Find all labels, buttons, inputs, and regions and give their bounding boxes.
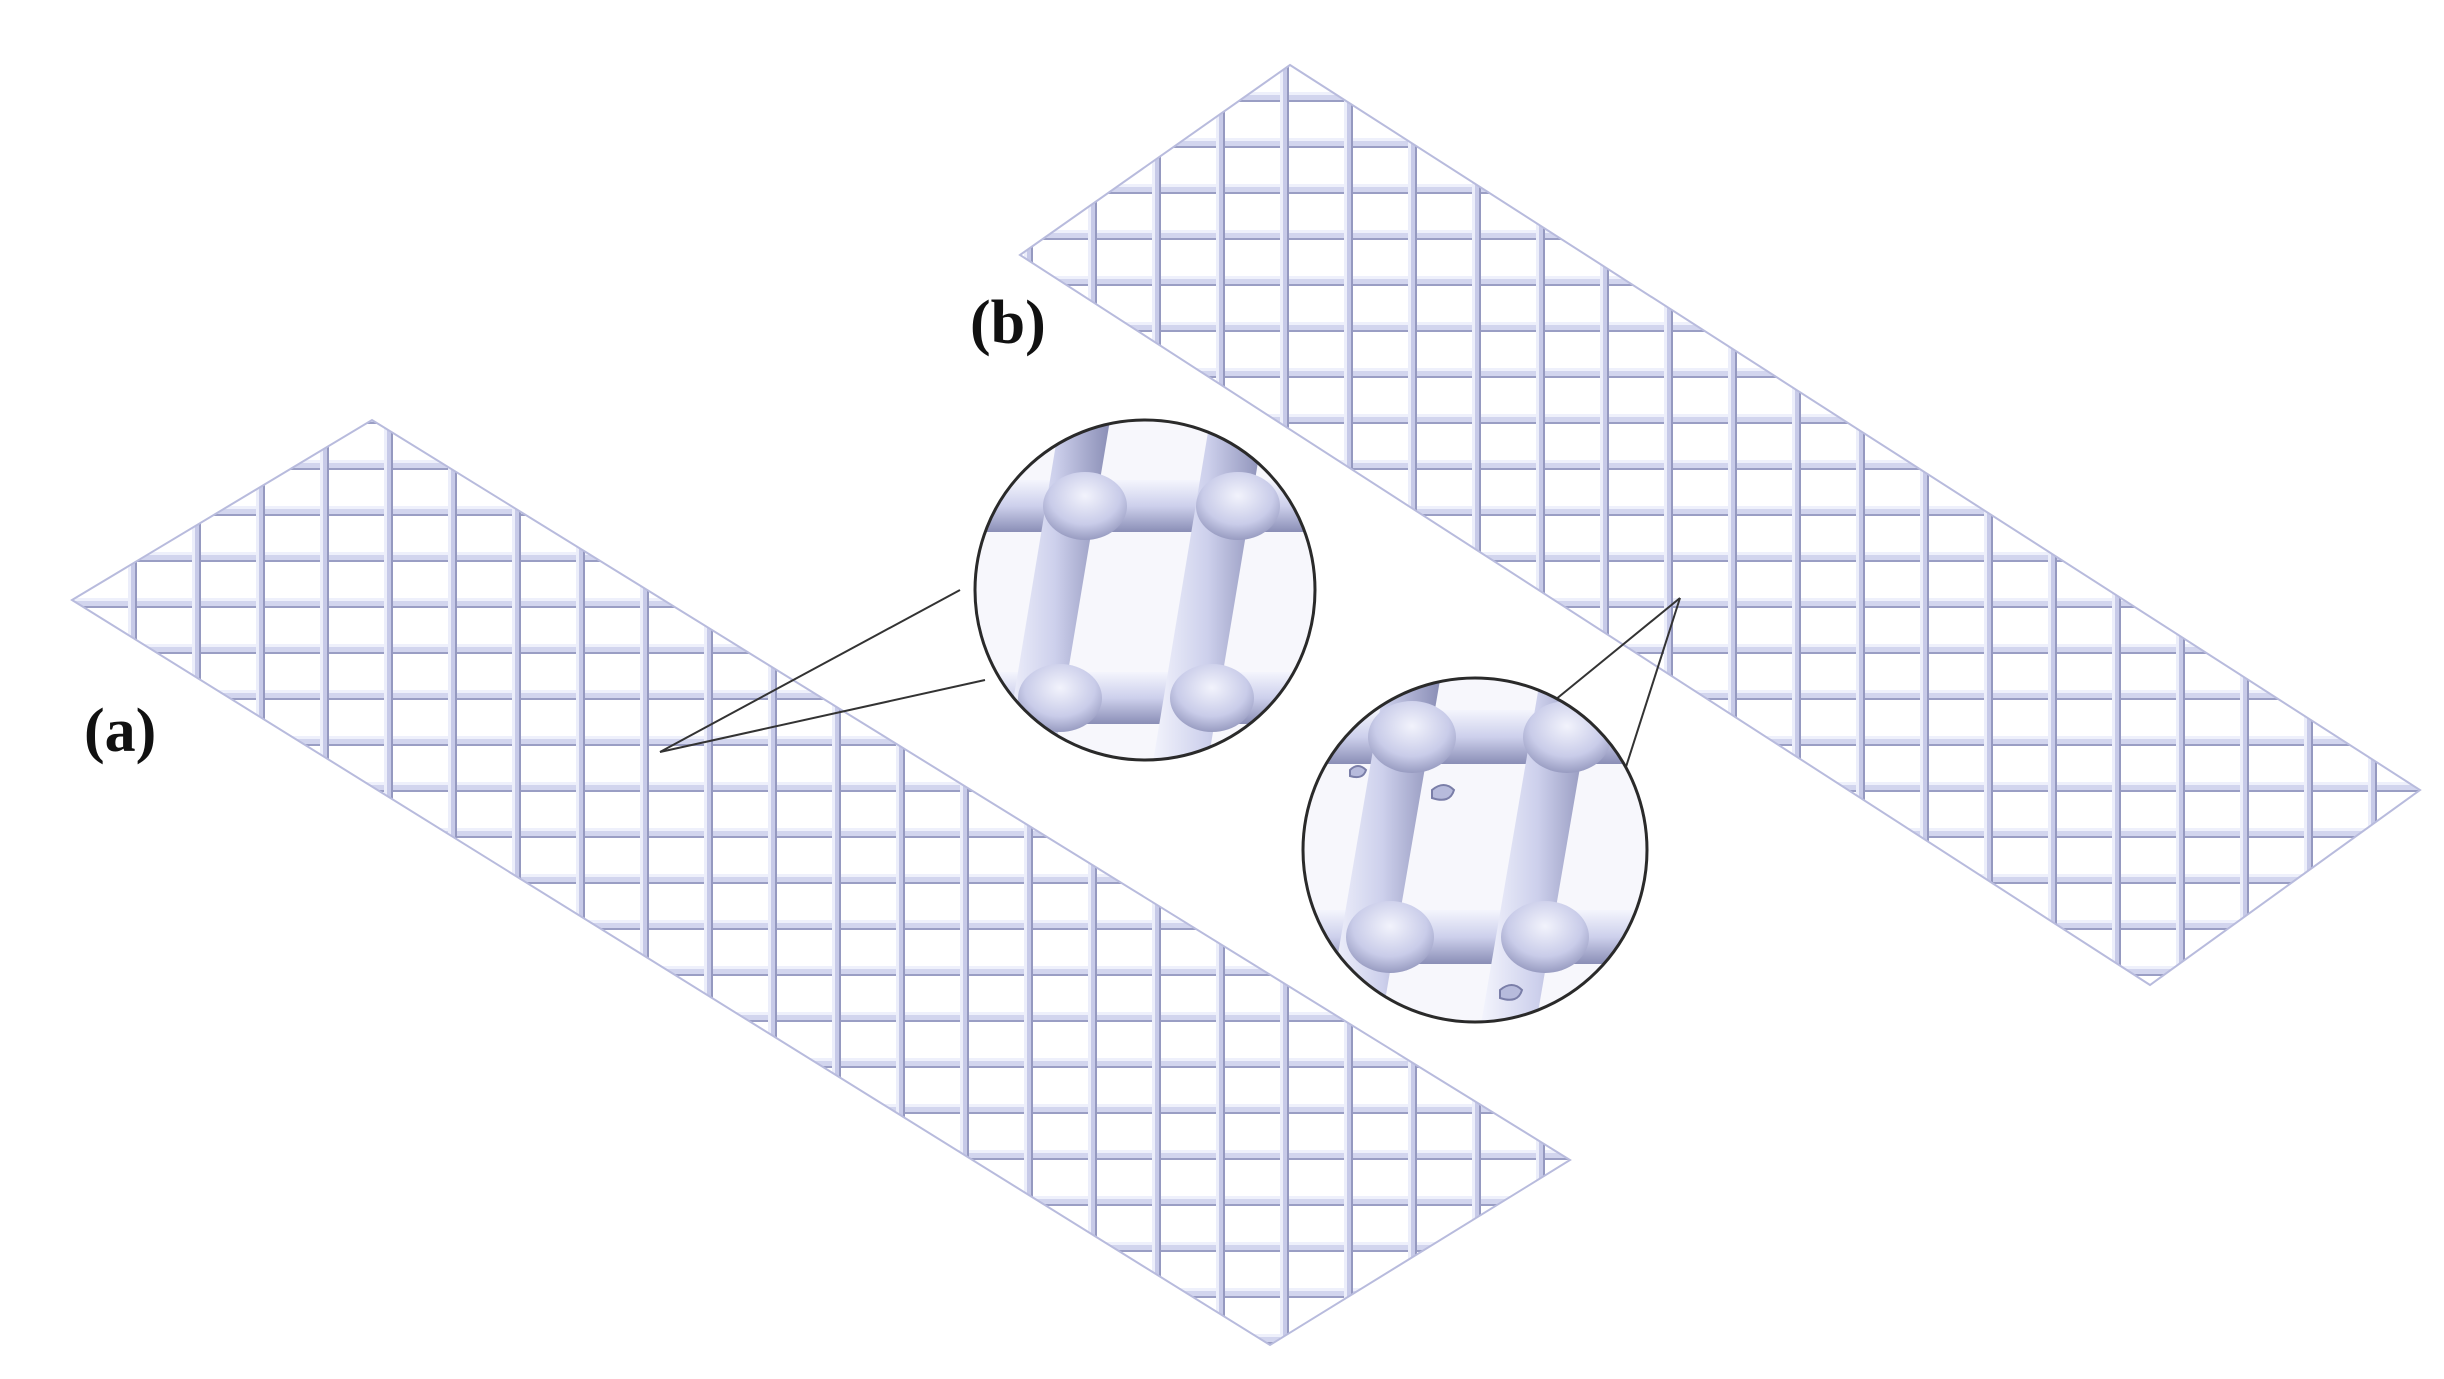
callout-lines-a [659, 589, 986, 753]
callout-lines-b [1554, 597, 1681, 771]
panel-label-a: (a) [84, 697, 157, 765]
lattice-strip-b [1018, 63, 2422, 987]
lattice-strip-a [70, 418, 1572, 1347]
panel-label-b: (b) [970, 289, 1046, 357]
zoom-circle-a [973, 418, 1317, 762]
zoom-circle-b [1301, 676, 1649, 1024]
